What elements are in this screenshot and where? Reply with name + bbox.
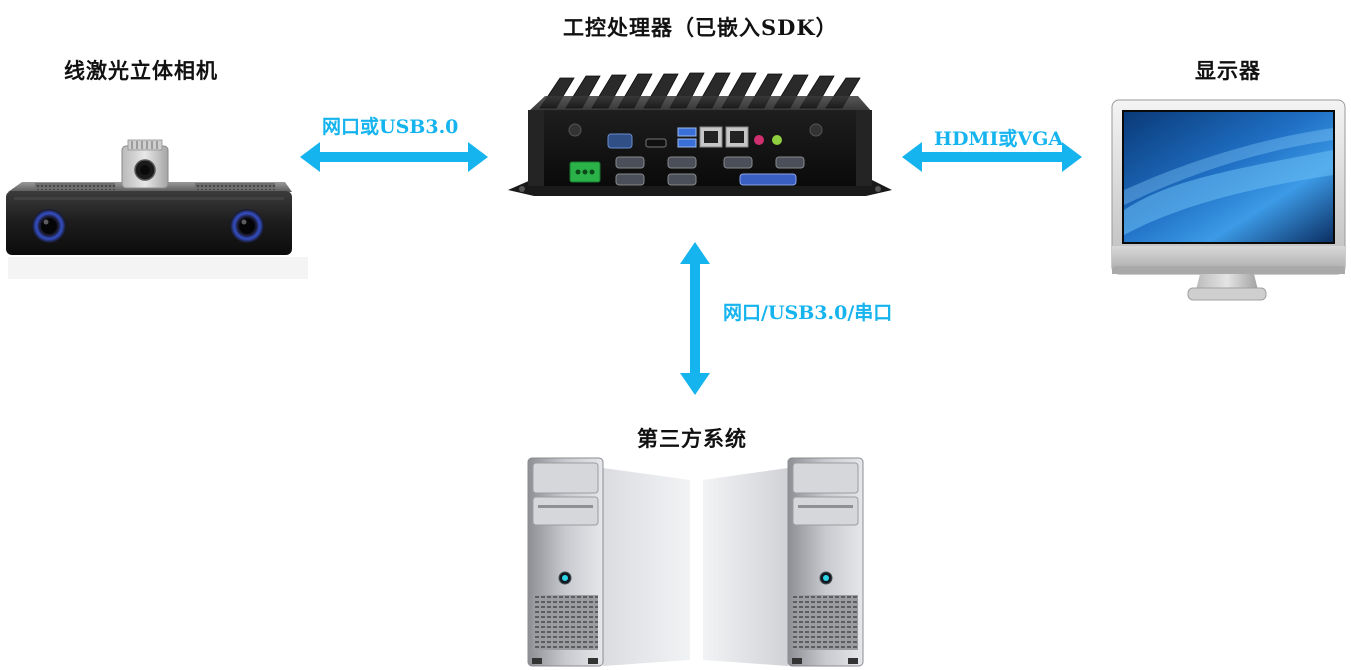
third-party-label: 第三方系统	[637, 426, 747, 451]
link-label-processor-monitor: HDMI或VGA	[934, 128, 1064, 150]
arrow-camera-processor	[300, 142, 488, 172]
computer-tower-right	[703, 457, 864, 667]
arrow-processor-third-party	[680, 242, 710, 395]
arrow-processor-monitor	[902, 142, 1082, 172]
link-label-processor-third-party: 网口/USB3.0/串口	[723, 302, 893, 324]
industrial-processor-box	[508, 72, 892, 196]
camera-label: 线激光立体相机	[64, 58, 218, 83]
display-monitor	[1111, 99, 1346, 301]
link-label-camera-processor: 网口或USB3.0	[322, 116, 459, 138]
third-party-system-computers	[527, 457, 864, 667]
computer-tower-left	[527, 457, 690, 667]
line-laser-stereo-camera	[6, 139, 308, 279]
monitor-label: 显示器	[1195, 58, 1261, 83]
processor-label: 工控处理器（已嵌入SDK）	[563, 15, 838, 40]
